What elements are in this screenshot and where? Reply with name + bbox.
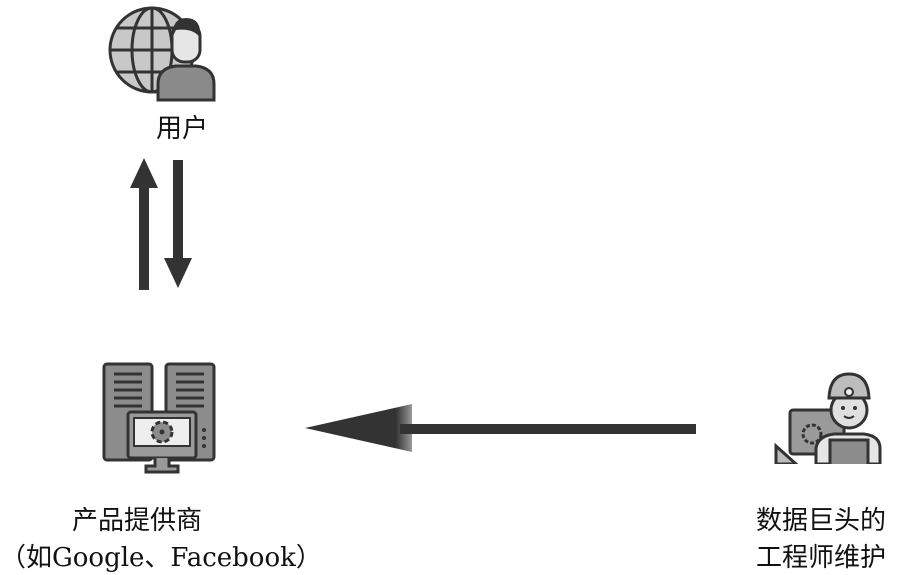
provider-sublabel: （如Google、Facebook） (0, 543, 322, 573)
user-label: 用户 (156, 114, 209, 144)
left-arrow (305, 404, 696, 452)
provider-label: 产品提供商 (72, 506, 203, 536)
bidirectional-arrows (130, 158, 192, 290)
globe-user-icon (108, 6, 216, 102)
engineer-label-line2: 工程师维护 (756, 543, 887, 573)
server-computer-icon (102, 362, 216, 474)
up-arrow (130, 158, 158, 290)
engineer-icon (774, 372, 882, 464)
down-arrow (164, 160, 192, 288)
engineer-label-line1: 数据巨头的 (756, 506, 887, 536)
